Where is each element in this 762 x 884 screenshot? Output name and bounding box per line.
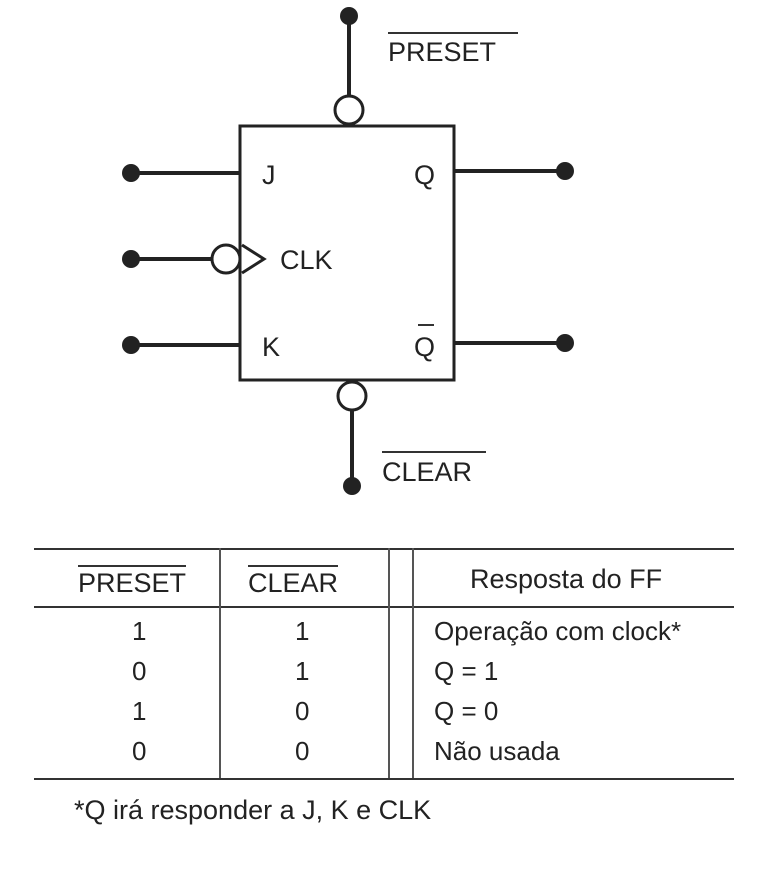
row-1-clear: 1: [295, 616, 310, 646]
clear-inversion-bubble: [336, 380, 368, 412]
row-4-clear: 0: [295, 736, 310, 766]
footnote: *Q irá responder a J, K e CLK: [74, 795, 432, 825]
table-top-rule: [34, 548, 734, 550]
row-3-preset: 1: [132, 696, 147, 726]
clear-terminal-dot: [343, 477, 361, 495]
preset-terminal-dot: [340, 7, 358, 25]
q-not-terminal-dot: [556, 334, 574, 352]
row-3-clear: 0: [295, 696, 310, 726]
row-4-response: Não usada: [434, 736, 560, 766]
clock-edge-triangle: [241, 243, 267, 275]
row-2-preset: 0: [132, 656, 147, 686]
q-not-label: Q: [414, 332, 435, 362]
flipflop-box: [238, 124, 456, 382]
row-2-response: Q = 1: [434, 656, 499, 686]
header-preset: PRESET: [78, 565, 187, 599]
j-terminal-dot: [122, 164, 140, 182]
clk-inversion-bubble: [210, 243, 242, 275]
j-label: J: [262, 160, 276, 190]
preset-label: PRESET: [388, 37, 496, 67]
clk-terminal-dot: [122, 250, 140, 268]
clk-label: CLK: [280, 245, 333, 275]
row-1-response: Operação com clock*: [434, 616, 682, 646]
row-3-response: Q = 0: [434, 696, 499, 726]
k-terminal-dot: [122, 336, 140, 354]
q-terminal-dot: [556, 162, 574, 180]
table-header-rule: [34, 606, 734, 608]
row-1-preset: 1: [132, 616, 147, 646]
row-4-preset: 0: [132, 736, 147, 766]
jk-flipflop-diagram: PRESET J CLK K Q Q CLEAR: [122, 7, 574, 495]
table-divider-2: [388, 548, 390, 778]
header-clear: CLEAR: [248, 565, 339, 599]
q-label: Q: [414, 160, 435, 190]
table-divider-3: [412, 548, 414, 778]
table-divider-1: [219, 548, 221, 778]
header-response: Resposta do FF: [470, 564, 663, 594]
table-bottom-rule: [34, 778, 734, 780]
row-2-clear: 1: [295, 656, 310, 686]
preset-inversion-bubble: [333, 94, 365, 126]
k-label: K: [262, 332, 280, 362]
clear-label: CLEAR: [382, 457, 472, 487]
